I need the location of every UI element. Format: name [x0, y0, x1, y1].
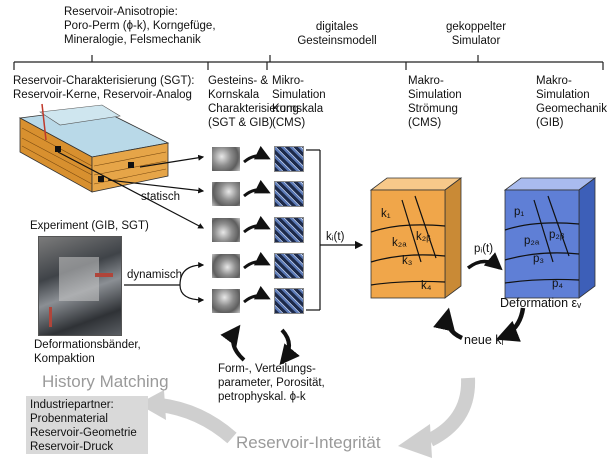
- characterization-heading: Reservoir-Charakterisierung (SGT): Reser…: [13, 75, 195, 101]
- micro-simulation-image: [274, 253, 304, 279]
- micro-simulation-heading: Mikro- Simulation Kornskala (CMS): [272, 75, 326, 129]
- micro-simulation-image: [274, 181, 304, 207]
- grain-scale-image: [212, 254, 240, 278]
- dynamic-branch-arrows: [124, 262, 205, 303]
- geomech-label-p2b: p₂ᵦ: [549, 229, 565, 241]
- grain-scale-image: [212, 289, 240, 313]
- history-matching-label: History Matching: [42, 372, 169, 391]
- geomech-label-p3: p₃: [533, 253, 545, 265]
- micro-simulation-image: [274, 146, 304, 172]
- flow-label-k2a: k₂ₐ: [392, 237, 407, 249]
- pi-arrow: [466, 252, 503, 271]
- parameters-label: Form-, Verteilungs- parameter, Porosität…: [218, 363, 325, 403]
- top-bracket: [13, 55, 604, 70]
- flow-label-k4: k₄: [421, 280, 432, 292]
- macro-flow-heading: Makro- Simulation Strömung (CMS): [408, 75, 462, 129]
- experiment-label: Experiment (GIB, SGT): [30, 220, 149, 232]
- geomech-label-p2a: p₂ₐ: [524, 235, 540, 247]
- new-k-label: neue kᵢ: [464, 333, 504, 347]
- anisotropy-heading: Reservoir-Anisotropie: Poro-Perm (ϕ-k), …: [64, 6, 216, 46]
- tile-curved-arrows: [243, 145, 271, 304]
- industry-partner-box: Industriepartner: Probenmaterial Reservo…: [26, 396, 148, 454]
- flow-label-k1: k₁: [381, 208, 391, 220]
- grain-scale-image: [212, 218, 240, 242]
- geomech-label-p1: p₁: [514, 206, 525, 218]
- geomech-label-p4: p₄: [552, 278, 564, 290]
- pi-label: pᵢ(t): [474, 243, 494, 255]
- experiment-photo: [38, 236, 122, 336]
- ki-bracket: [306, 149, 364, 311]
- macro-geomech-heading: Makro- Simulation Geomechanik (GIB): [536, 75, 607, 129]
- parameter-loop-arrows: [220, 324, 300, 366]
- grain-scale-image: [212, 147, 240, 171]
- digital-rock-model-label: digitales Gesteinsmodell: [297, 21, 377, 47]
- reservoir-integrity-label: Reservoir-Integrität: [236, 433, 381, 452]
- deformation-label: Deformation εᵥ: [500, 296, 582, 310]
- micro-simulation-image: [274, 217, 304, 243]
- dynamic-label: dynamisch: [127, 269, 182, 281]
- industry-partner-text: Industriepartner: Probenmaterial Reservo…: [30, 399, 137, 453]
- reservoir-block-graphic: [18, 103, 170, 193]
- flow-label-k2b: k₂ᵦ: [416, 231, 431, 243]
- static-label: statisch: [141, 191, 180, 203]
- gray-feedback-arrows: [138, 377, 476, 458]
- flow-label-k3: k₃: [402, 255, 413, 267]
- geomech-block-graphic: [503, 177, 597, 299]
- new-k-loop-arrows: [433, 307, 526, 342]
- coupled-simulator-label: gekoppelter Simulator: [445, 21, 507, 47]
- ki-label: kᵢ(t): [326, 231, 345, 243]
- grain-scale-image: [212, 182, 240, 206]
- flow-block-graphic: [369, 177, 463, 299]
- deformation-bands-label: Deformationsbänder, Kompaktion: [34, 339, 141, 365]
- micro-simulation-image: [274, 288, 304, 314]
- grain-scale-heading: Gesteins- & Kornskala Charakterisierung …: [208, 75, 299, 129]
- block-to-tiles-arrows: [57, 151, 205, 229]
